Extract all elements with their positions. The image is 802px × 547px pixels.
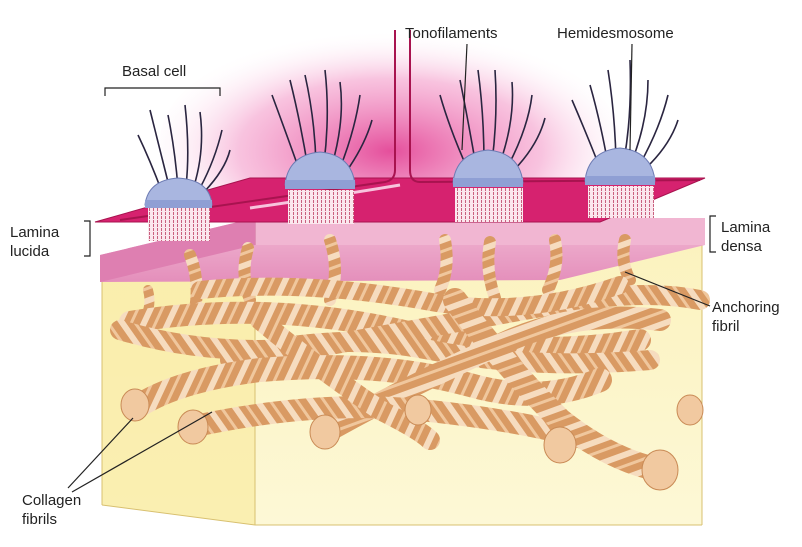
collagen-fibrils-leader-1 xyxy=(67,417,134,489)
hemidesmosome-icon xyxy=(571,59,679,185)
hemidesmosome-icon xyxy=(137,104,231,208)
label-collagen-fibrils-line1: Collagen xyxy=(22,492,81,509)
label-collagen-fibrils-line2: fibrils xyxy=(22,511,57,528)
label-anchoring-fibril-line1: Anchoring xyxy=(712,299,780,316)
basal-cell-membrane xyxy=(94,30,706,223)
label-lamina-densa-line1: Lamina xyxy=(721,219,771,236)
lamina-densa-bracket xyxy=(709,215,716,253)
hemidesmosome-icon xyxy=(439,69,546,187)
collagen-fibril-ends xyxy=(120,388,704,491)
label-lamina-lucida-line2: lucida xyxy=(10,243,50,260)
collagen-fibrils-leader-2 xyxy=(71,411,213,493)
label-basal-cell: Basal cell xyxy=(122,63,186,80)
label-lamina-lucida-line1: Lamina xyxy=(10,224,60,241)
basal-cell-bracket xyxy=(104,87,221,96)
hemidesmosome-icon xyxy=(271,69,373,189)
tonofilaments-leader xyxy=(461,43,468,151)
hemidesmosome-leader xyxy=(629,43,633,151)
label-lamina-densa-line2: densa xyxy=(721,238,763,255)
lamina-lucida-bracket xyxy=(84,220,91,257)
lamina-lucida-pads xyxy=(148,186,654,241)
label-anchoring-fibril-line2: fibril xyxy=(712,318,740,335)
label-tonofilaments: Tonofilaments xyxy=(405,25,498,42)
anchoring-fibril-leader xyxy=(624,271,711,307)
label-hemidesmosome: Hemidesmosome xyxy=(557,25,674,42)
